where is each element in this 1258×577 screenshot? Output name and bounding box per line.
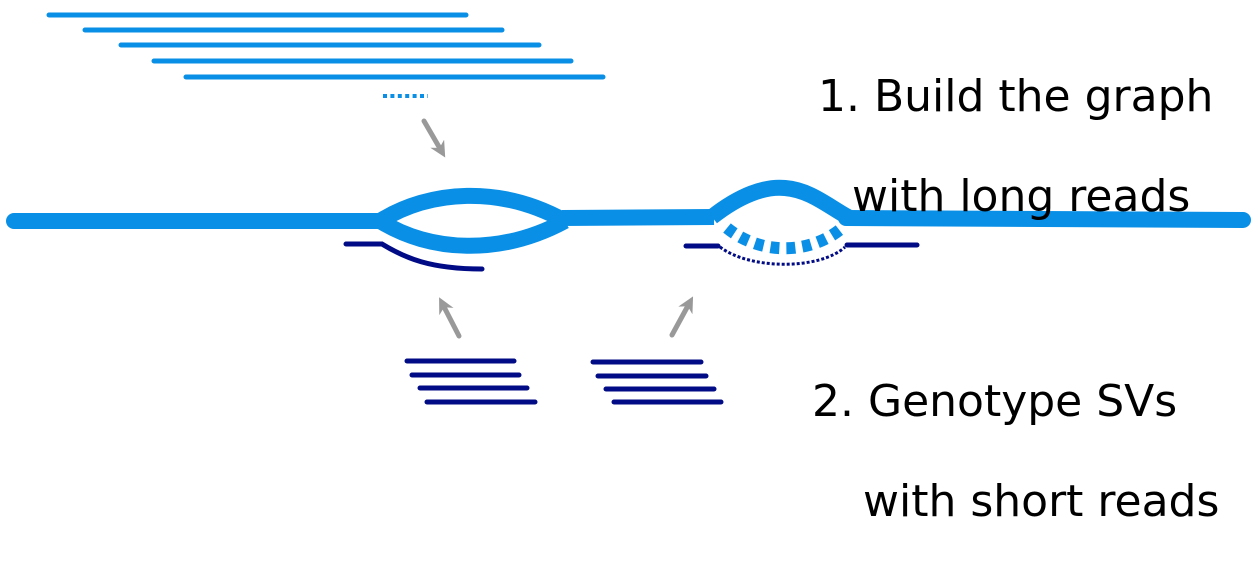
step-1-title: Build the graph [873,71,1214,122]
variation-graph [6,179,1251,255]
short-reads-group-1 [404,358,538,405]
step-2-title: Genotype SVs [867,376,1178,427]
aligned-short-read-1 [343,241,485,272]
graph-bubble-2-insertion [707,179,852,225]
arrow-icon [439,297,462,339]
long-reads [46,12,606,98]
step-1-label: 1. Build the graph with long reads [790,22,1213,272]
aligned-short-read-2-dotted [719,245,847,266]
sv-genotyping-diagram [6,12,1251,405]
short-reads-group-2 [590,359,724,405]
short-read-alignments [343,241,920,272]
step-1-line-1: 1. Build the graph [818,71,1213,122]
step-2-line-2: with short reads [863,476,1220,527]
graph-backbone-middle [561,209,715,226]
graph-bubble-1-top [375,187,569,229]
arrow-icon [421,118,446,158]
arrow-icon [669,296,694,338]
graph-backbone-right [838,210,1251,228]
step-2-label: 2. Genotype SVs with short reads [784,327,1219,577]
step-1-line-2: with long reads [852,171,1191,222]
step-2-line-1: 2. Genotype SVs [812,376,1177,427]
graph-bubble-1-bottom [375,213,569,254]
step-2-number: 2. [811,376,854,427]
step-1-number: 1. [817,71,860,122]
